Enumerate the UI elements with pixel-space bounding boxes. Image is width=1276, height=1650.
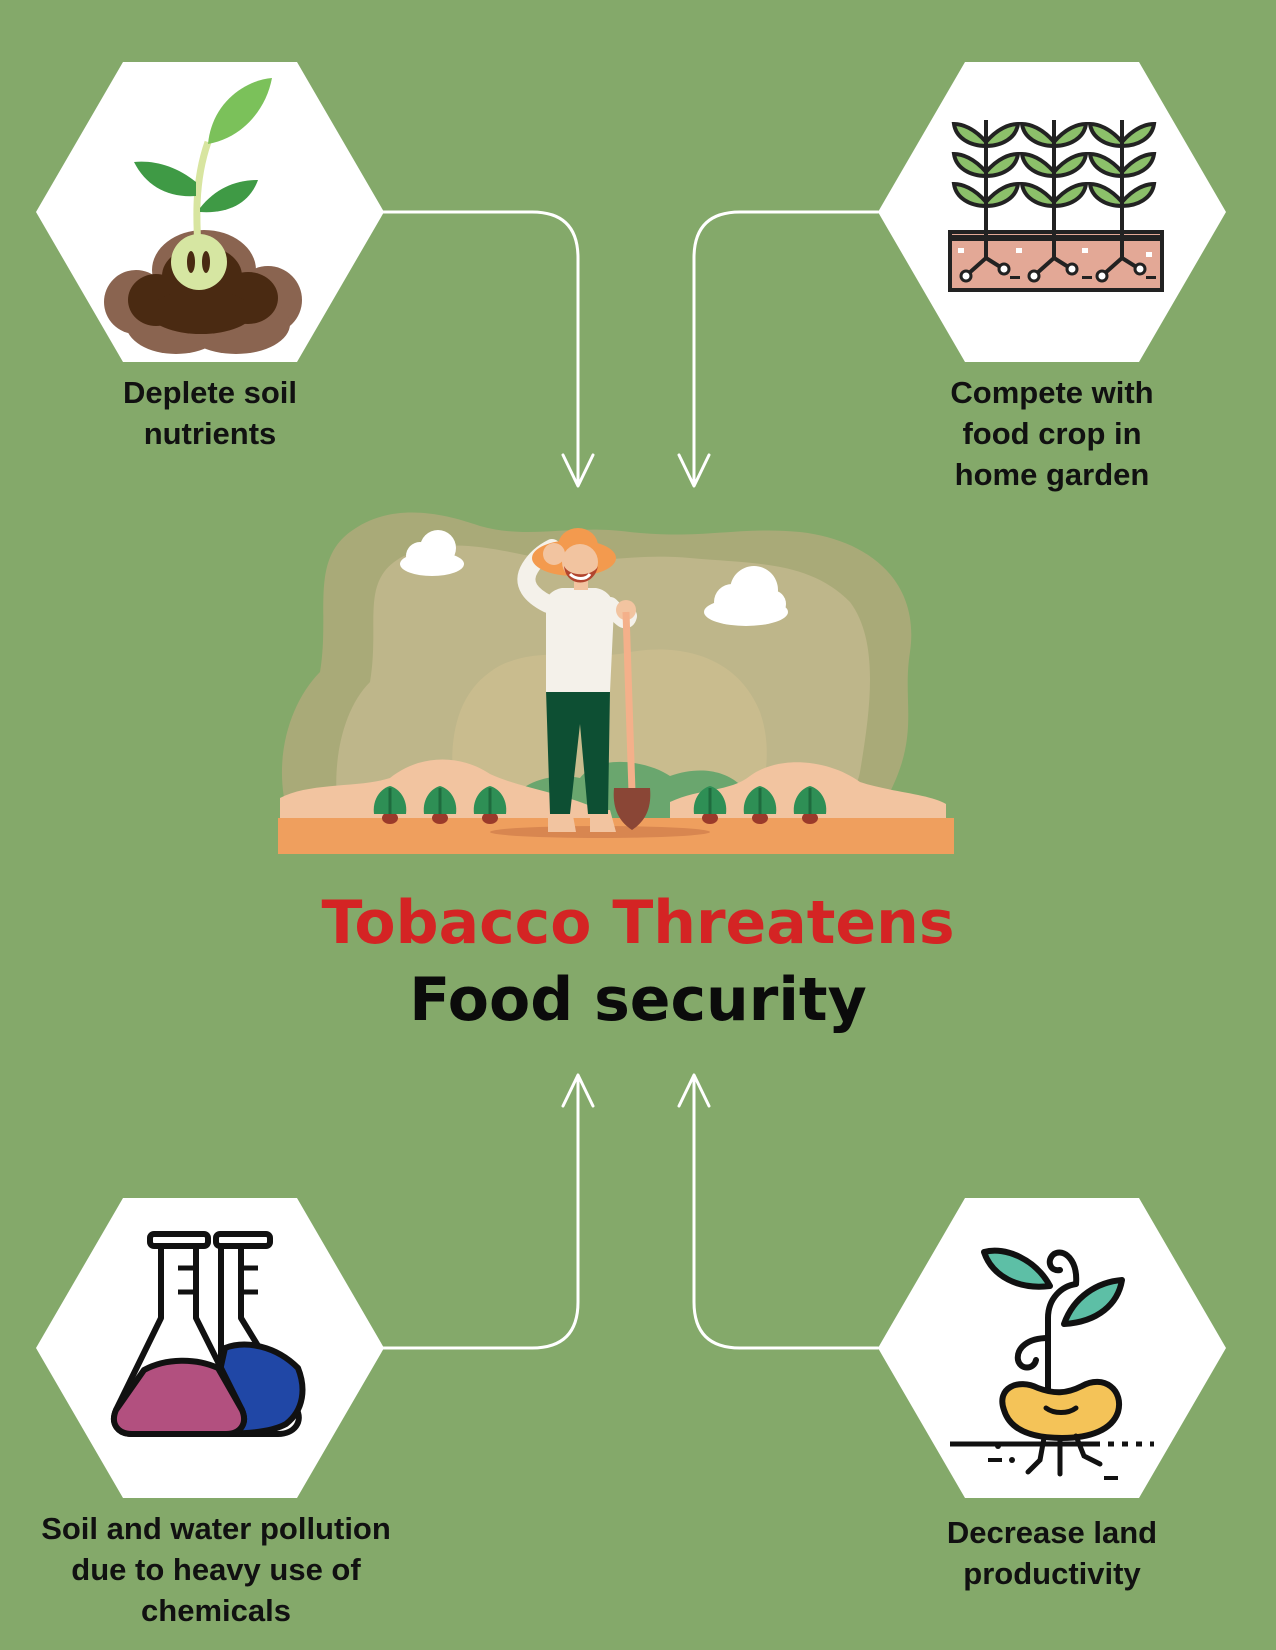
caption-decrease-land-productivity: Decrease land productivity: [878, 1512, 1226, 1594]
hexagon-bottom-left: [36, 1198, 384, 1498]
caption-line: Soil and water pollution: [41, 1511, 391, 1546]
cloud-left: [400, 530, 464, 576]
arrow-top-right: [692, 210, 880, 487]
caption-line: Compete with: [950, 375, 1154, 410]
caption-deplete-soil-nutrients: Deplete soil nutrients: [36, 372, 384, 454]
title-food-security: Food security: [409, 965, 867, 1035]
caption-line: Deplete soil: [123, 375, 297, 410]
chemical-flasks-icon: [111, 1231, 306, 1437]
hexagon-top-right: [878, 62, 1226, 362]
arrow-head-top-right: [677, 453, 711, 488]
caption-line: Decrease land: [946, 1515, 1158, 1550]
arrow-bottom-right: [692, 1074, 880, 1350]
caption-line: due to heavy use of: [71, 1552, 361, 1587]
caption-soil-and-water-pollution: Soil and water pollution due to heavy us…: [6, 1508, 426, 1631]
arrow-top-left: [380, 210, 580, 487]
farmer-with-shovel-illustration: [278, 512, 954, 854]
caption-line: nutrients: [143, 416, 277, 451]
arrow-head-top-left: [561, 453, 595, 488]
hexagon-bottom-right: [878, 1198, 1226, 1498]
arrow-head-bottom-left: [561, 1073, 595, 1108]
caption-line: home garden: [954, 457, 1150, 492]
caption-compete-with-food-crop: Compete with food crop in home garden: [878, 372, 1226, 495]
farmer-figure: [517, 528, 651, 832]
seedling-soil-icon: [104, 78, 302, 354]
arrow-bottom-left: [380, 1074, 580, 1350]
sprouting-seed-icon: [950, 1247, 1154, 1480]
cloud-right: [704, 566, 788, 626]
hexagon-top-left: [36, 62, 384, 362]
arrow-head-bottom-right: [677, 1073, 711, 1108]
title-tobacco-threatens: Tobacco Threatens: [321, 888, 955, 958]
crop-rows-roots-icon: [948, 120, 1164, 292]
caption-line: chemicals: [141, 1593, 291, 1628]
caption-line: productivity: [963, 1556, 1141, 1591]
caption-line: food crop in: [962, 416, 1142, 451]
crop-row-plants: [373, 786, 827, 824]
